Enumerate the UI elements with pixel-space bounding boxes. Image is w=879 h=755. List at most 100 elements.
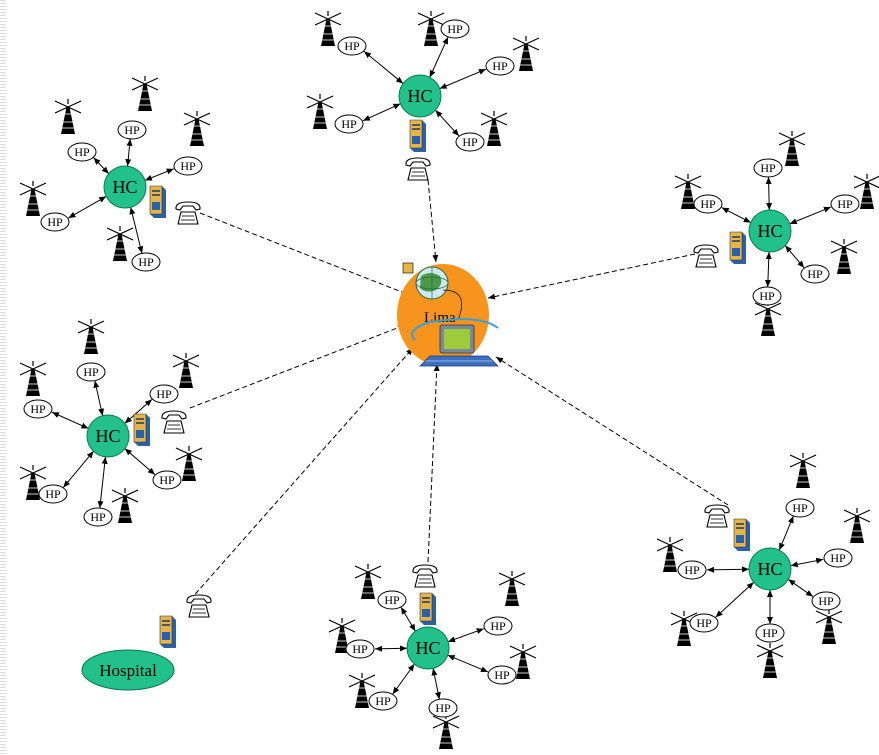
hp-ellipse xyxy=(38,484,68,504)
radio-tower-icon xyxy=(54,98,82,135)
hp-node: HP xyxy=(377,590,407,610)
hp-node: HP xyxy=(76,362,106,382)
hc-label: HC xyxy=(112,177,137,197)
hp-label: HP xyxy=(759,289,775,303)
radio-tower-icon xyxy=(19,180,47,217)
hc-label: HC xyxy=(757,221,782,241)
link-bottom-right xyxy=(495,356,729,506)
hp-node: HP xyxy=(149,384,179,404)
hp-node: HP xyxy=(693,194,723,214)
link-top xyxy=(427,179,439,263)
server-tower-icon xyxy=(159,615,177,649)
hp-label: HP xyxy=(352,642,368,656)
hp-link xyxy=(789,206,832,225)
hp-link xyxy=(439,68,487,90)
hp-label: HP xyxy=(462,135,478,149)
hc-circle xyxy=(103,165,147,209)
radio-tower-icon xyxy=(789,452,817,489)
server-tower-icon xyxy=(133,413,151,447)
hp-link xyxy=(721,207,751,224)
radio-tower-icon xyxy=(77,318,105,355)
hp-ellipse xyxy=(752,286,782,306)
radio-tower-icon xyxy=(354,563,382,600)
hp-ellipse xyxy=(811,591,841,611)
hp-link xyxy=(97,456,108,509)
hp-ellipse xyxy=(485,56,515,76)
radio-tower-icon xyxy=(106,225,134,262)
server-tower-icon xyxy=(729,231,747,265)
link-bottom xyxy=(427,363,440,563)
hp-ellipse xyxy=(823,548,853,568)
hc-label: HC xyxy=(757,559,782,579)
hp-link xyxy=(144,168,174,181)
radio-tower-icon xyxy=(314,10,342,47)
hp-node: HP xyxy=(823,548,853,568)
radio-tower-icon xyxy=(183,110,211,147)
server-tower-icon xyxy=(419,592,437,626)
telephone-icon xyxy=(175,201,201,225)
hp-ellipse xyxy=(83,507,113,527)
hp-label: HP xyxy=(90,510,106,524)
hp-node: HP xyxy=(753,158,783,178)
hp-link xyxy=(51,411,89,429)
radio-tower-icon xyxy=(512,35,540,72)
hp-label: HP xyxy=(180,159,196,173)
hp-label: HP xyxy=(792,501,808,515)
hp-link xyxy=(431,668,441,700)
hp-ellipse xyxy=(753,158,783,178)
hp-node: HP xyxy=(689,613,719,633)
hp-link xyxy=(764,251,772,288)
hp-ellipse xyxy=(428,698,458,718)
hp-link xyxy=(447,654,489,673)
radio-tower-icon xyxy=(815,608,843,645)
radio-tower-icon xyxy=(480,110,508,147)
hp-label: HP xyxy=(760,161,776,175)
link-top-left xyxy=(199,212,413,297)
hp-link xyxy=(784,245,805,269)
hp-ellipse xyxy=(173,156,203,176)
hp-node: HP xyxy=(677,560,707,580)
hp-label: HP xyxy=(447,22,463,36)
hp-node: HP xyxy=(455,132,485,152)
hp-node: HP xyxy=(752,286,782,306)
hp-ellipse xyxy=(337,36,367,56)
hp-node: HP xyxy=(487,665,517,685)
hp-link xyxy=(124,399,153,424)
hp-label: HP xyxy=(384,593,400,607)
hp-node: HP xyxy=(483,616,513,636)
radio-tower-icon xyxy=(830,238,858,275)
radio-tower-icon xyxy=(843,507,871,544)
globe-icon xyxy=(402,262,449,300)
hp-node: HP xyxy=(152,470,182,490)
hp-link xyxy=(125,138,133,167)
hc-circle xyxy=(748,209,792,253)
hp-ellipse xyxy=(785,498,815,518)
globe-link xyxy=(442,289,462,321)
hp-link xyxy=(787,579,814,597)
hp-label: HP xyxy=(435,701,451,715)
hp-ellipse xyxy=(67,142,97,162)
link-right xyxy=(487,253,696,300)
telephone-icon xyxy=(161,410,187,434)
hp-label: HP xyxy=(74,145,90,159)
hp-link xyxy=(374,645,408,652)
hp-label: HP xyxy=(47,215,63,229)
hp-node: HP xyxy=(368,691,398,711)
hp-node: HP xyxy=(23,399,53,419)
hc-label: HC xyxy=(95,426,120,446)
radio-tower-icon xyxy=(111,487,139,524)
hp-label: HP xyxy=(375,694,391,708)
hospital-label: Hospital xyxy=(99,661,157,680)
hp-ellipse xyxy=(23,399,53,419)
hp-ellipse xyxy=(487,665,517,685)
hp-ellipse xyxy=(152,470,182,490)
hp-ellipse xyxy=(693,194,723,214)
hc-label: HC xyxy=(407,86,432,106)
hp-ellipse xyxy=(377,590,407,610)
hp-ellipse xyxy=(40,212,70,232)
